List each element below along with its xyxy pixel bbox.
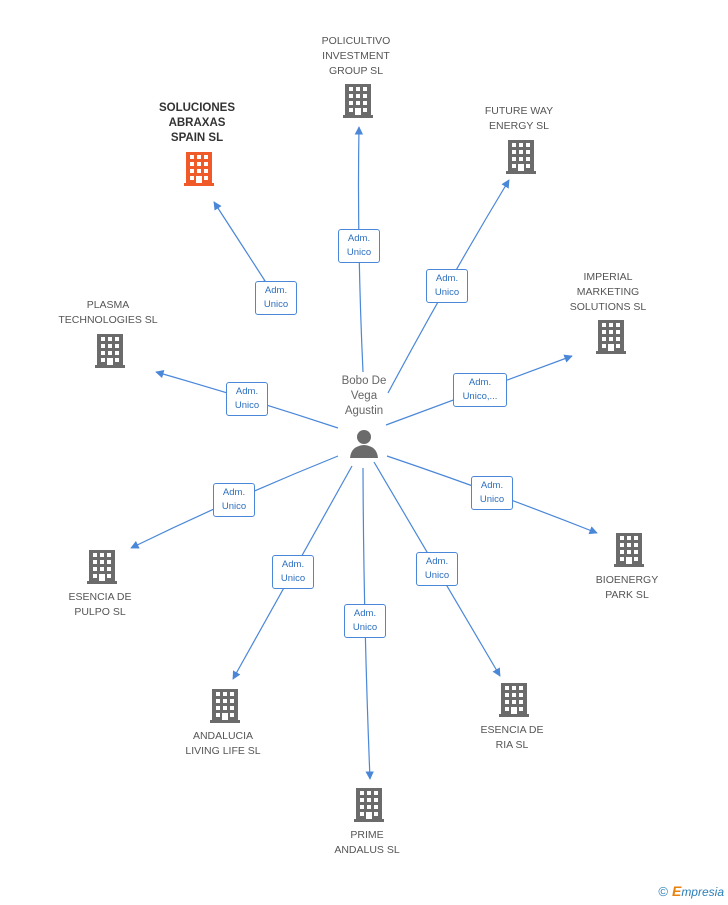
building-icon[interactable] — [506, 140, 536, 174]
company-label-policultivo[interactable]: POLICULTIVO INVESTMENT GROUP SL — [321, 35, 391, 77]
role-badge-soluciones[interactable]: Adm. Unico — [255, 281, 297, 315]
building-icon[interactable] — [210, 689, 240, 723]
center-person-name[interactable]: Bobo De Vega Agustin — [341, 375, 387, 417]
company-label-prime[interactable]: PRIME ANDALUS SL — [334, 829, 400, 856]
building-icon[interactable] — [499, 683, 529, 717]
building-icon[interactable] — [343, 84, 373, 118]
building-icon[interactable] — [596, 320, 626, 354]
building-icon[interactable] — [184, 152, 214, 186]
building-icon[interactable] — [95, 334, 125, 368]
company-label-plasma[interactable]: PLASMA TECHNOLOGIES SL — [58, 299, 158, 326]
role-badge-pulpo[interactable]: Adm. Unico — [213, 483, 255, 517]
role-badge-policultivo[interactable]: Adm. Unico — [338, 229, 380, 263]
company-label-andalucia[interactable]: ANDALUCIA LIVING LIFE SL — [185, 730, 261, 757]
empresia-logo-initial: E — [671, 883, 682, 899]
role-badge-andalucia[interactable]: Adm. Unico — [272, 555, 314, 589]
empresia-logo-text: mpresia — [681, 885, 724, 899]
person-icon — [350, 430, 378, 458]
company-label-imperial[interactable]: IMPERIAL MARKETING SOLUTIONS SL — [569, 271, 647, 313]
company-label-soluciones[interactable]: SOLUCIONES ABRAXAS SPAIN SL — [158, 102, 236, 144]
building-icon[interactable] — [614, 533, 644, 567]
role-badge-futureway[interactable]: Adm. Unico — [426, 269, 468, 303]
role-badge-prime[interactable]: Adm. Unico — [344, 604, 386, 638]
company-label-bioenergy[interactable]: BIOENERGY PARK SL — [595, 574, 659, 601]
company-label-futureway[interactable]: FUTURE WAY ENERGY SL — [484, 105, 554, 132]
role-badge-imperial[interactable]: Adm. Unico,... — [453, 373, 507, 407]
copyright-icon: © — [658, 884, 668, 899]
role-badge-plasma[interactable]: Adm. Unico — [226, 382, 268, 416]
role-badge-bioenergy[interactable]: Adm. Unico — [471, 476, 513, 510]
empresia-footer[interactable]: ©Empresia — [658, 883, 724, 899]
role-badge-ria[interactable]: Adm. Unico — [416, 552, 458, 586]
company-label-pulpo[interactable]: ESENCIA DE PULPO SL — [68, 591, 132, 618]
building-icon[interactable] — [354, 788, 384, 822]
company-label-ria[interactable]: ESENCIA DE RIA SL — [480, 724, 544, 751]
building-icon[interactable] — [87, 550, 117, 584]
